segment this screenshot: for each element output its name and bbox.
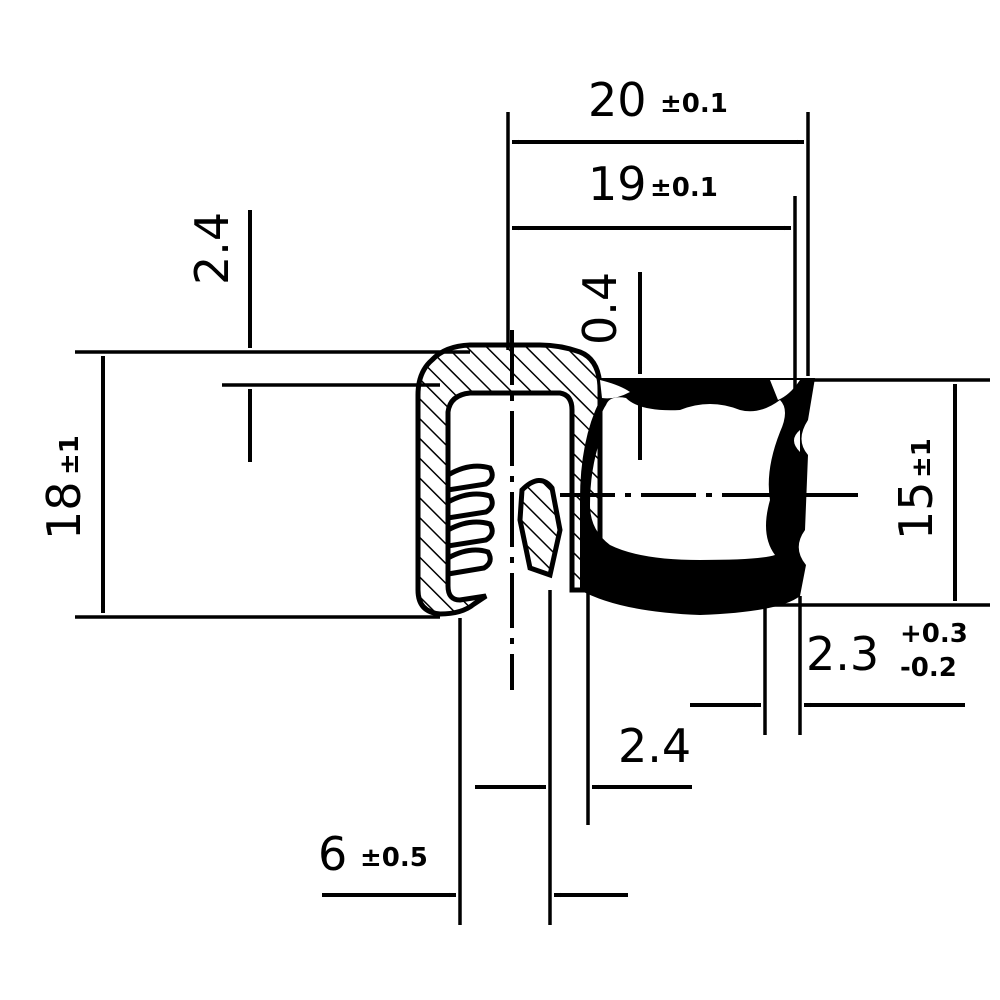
lip-value: 0.4 xyxy=(573,272,627,345)
dim-bulb-height: 15 ±1 xyxy=(889,384,958,601)
bulb-wall-tolerance-lower: -0.2 xyxy=(900,653,957,683)
dim-side-wall: 2.4 xyxy=(475,719,692,790)
dim-lip: 0.4 xyxy=(573,272,643,460)
dim-overall-width: 20 ±0.1 xyxy=(512,73,804,145)
clamp-body xyxy=(415,342,603,617)
bulb-height-tolerance: ±1 xyxy=(907,438,937,478)
sponge-bulb xyxy=(580,378,815,615)
barbs xyxy=(445,463,495,577)
bulb-notch-right xyxy=(770,380,800,400)
inner-lip xyxy=(517,478,563,579)
overall-height-value: 18 xyxy=(37,481,91,540)
dim-overall-height: 18 ±1 xyxy=(37,356,106,613)
clamp-width-tolerance: ±0.5 xyxy=(360,843,428,873)
dim-inner-width: 19 ±0.1 xyxy=(512,157,791,231)
seal-profile xyxy=(415,342,815,617)
dim-clamp-width: 6 ±0.5 xyxy=(318,827,628,898)
top-wall-value: 2.4 xyxy=(185,212,239,285)
inner-width-tolerance: ±0.1 xyxy=(650,173,718,203)
bulb-wall-tolerance-upper: +0.3 xyxy=(900,619,968,649)
bulb-height-value: 15 xyxy=(889,481,943,540)
dim-top-wall: 2.4 xyxy=(185,210,253,462)
overall-width-value: 20 xyxy=(588,73,647,127)
clamp-width-value: 6 xyxy=(318,827,347,881)
bulb-wall-value: 2.3 xyxy=(806,627,879,681)
bulb-notch-side xyxy=(794,430,800,452)
overall-width-tolerance: ±0.1 xyxy=(660,89,728,119)
side-wall-value: 2.4 xyxy=(618,719,691,773)
extension-lines xyxy=(75,112,990,925)
overall-height-tolerance: ±1 xyxy=(55,435,85,475)
bulb-notch-left xyxy=(600,380,630,399)
inner-width-value: 19 xyxy=(588,157,647,211)
dim-bulb-wall: 2.3 +0.3 -0.2 xyxy=(690,619,968,708)
